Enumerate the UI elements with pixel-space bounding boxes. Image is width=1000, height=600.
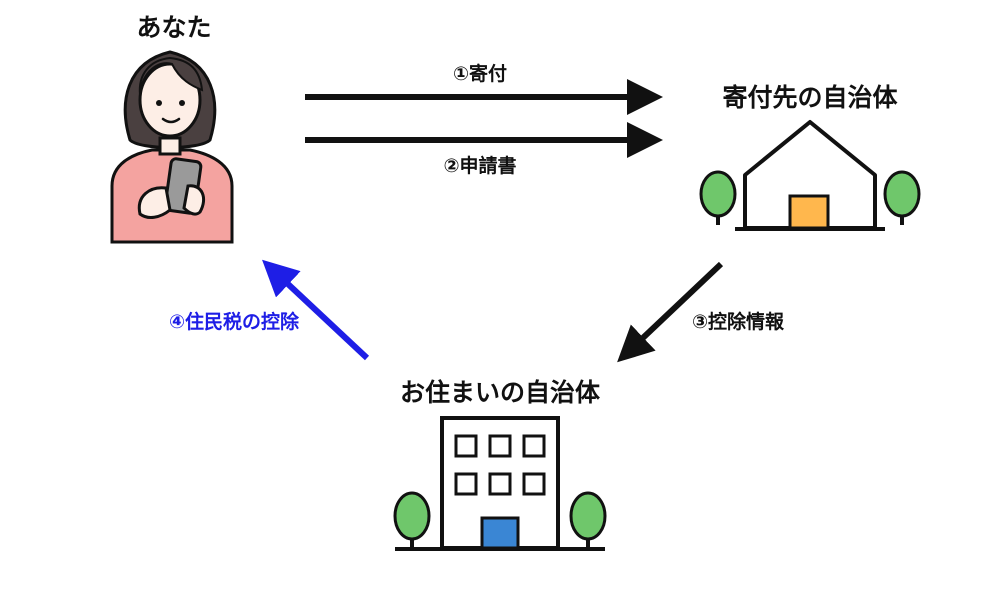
person-illustration bbox=[110, 50, 234, 244]
node-label-you: あなた bbox=[136, 13, 211, 42]
tree-icon bbox=[569, 491, 607, 541]
building-window bbox=[488, 472, 512, 496]
edge-label-donation: ①寄付 bbox=[453, 62, 507, 85]
building-window bbox=[454, 472, 478, 496]
person-neck bbox=[158, 136, 182, 156]
tree-icon bbox=[393, 491, 431, 541]
person-hand-left bbox=[137, 186, 172, 219]
person-eye-left bbox=[156, 100, 162, 106]
house-door bbox=[788, 194, 830, 230]
building-window bbox=[522, 434, 546, 458]
node-label-donation-target: 寄付先の自治体 bbox=[722, 83, 898, 112]
tree-icon bbox=[699, 170, 737, 218]
building-window bbox=[522, 472, 546, 496]
person-hand-right bbox=[182, 184, 205, 216]
edge-label-deduction-info: ③控除情報 bbox=[692, 310, 785, 333]
building-window bbox=[454, 434, 478, 458]
house-illustration bbox=[699, 120, 921, 231]
person-eye-right bbox=[179, 100, 185, 106]
arrow-deduction-info bbox=[617, 261, 724, 363]
edge-label-tax-deduction: ④住民税の控除 bbox=[169, 310, 300, 333]
building-illustration bbox=[393, 416, 607, 551]
tree-icon bbox=[883, 170, 921, 218]
arrow-tax-deduction bbox=[262, 259, 370, 361]
person-mouth bbox=[161, 117, 181, 124]
node-label-residence: お住まいの自治体 bbox=[400, 378, 601, 407]
building-door bbox=[480, 516, 520, 550]
edge-label-application: ②申請書 bbox=[443, 154, 516, 177]
building-window bbox=[488, 434, 512, 458]
person-bangs bbox=[138, 56, 204, 96]
